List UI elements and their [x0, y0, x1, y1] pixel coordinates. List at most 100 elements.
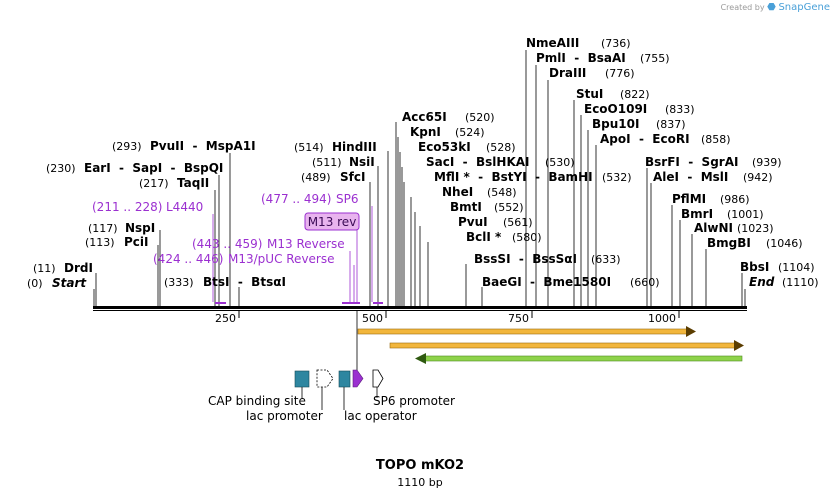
site-pos-saci: (530) [545, 156, 575, 169]
created-by-text: Created by [720, 3, 765, 12]
snapgene-logo-icon: ⬣ [767, 2, 776, 13]
site-pos-ecoo109i: (833) [665, 103, 695, 116]
site-name-bbsi: BbsI [740, 260, 769, 274]
restriction-site-labels: (0) Start (11) DrdI (113) PciI (117) Nsp… [27, 36, 819, 290]
site-name-nsii: NsiI [349, 155, 375, 169]
site-pos-bmri: (1001) [727, 208, 764, 221]
primer-range-l4440: (211 .. 228) [92, 200, 162, 214]
site-name-eari: EarI - SapI - BspQI [84, 161, 223, 175]
site-pos-eco53ki: (528) [486, 141, 516, 154]
site-pos-acc65i: (520) [465, 111, 495, 124]
feature-label-sp6-promoter: SP6 promoter [373, 394, 455, 408]
site-name-nhei: NheI [442, 185, 473, 199]
site-pos-baegi: (660) [630, 276, 660, 289]
site-pos-nmeaiii: (736) [601, 37, 631, 50]
orf-forward-2-arrowhead-icon [734, 340, 744, 351]
site-pos-taqii: (217) [139, 177, 169, 190]
site-name-bmti: BmtI [450, 200, 482, 214]
site-name-start: Start [52, 276, 87, 290]
site-pos-bcli: (580) [512, 231, 542, 244]
site-connectors [93, 50, 746, 306]
site-name-sfci: SfcI [340, 170, 365, 184]
tick-label-500: 500 [362, 312, 383, 325]
site-name-nmeaiii: NmeAIII [526, 36, 579, 50]
site-pos-stui: (822) [620, 88, 650, 101]
site-name-draiii: DraIII [549, 66, 586, 80]
site-name-bpu10i: Bpu10I [592, 117, 639, 131]
scale-ticks: 250 500 750 1000 [215, 311, 680, 325]
primer-name-m13-puc-reverse: M13/pUC Reverse [228, 252, 335, 266]
tick-label-1000: 1000 [648, 312, 676, 325]
site-pos-nsii: (511) [312, 156, 342, 169]
site-name-bmri: BmrI [681, 207, 713, 221]
primer-range-sp6: (477 .. 494) [261, 192, 331, 206]
orf-forward-1-arrowhead-icon [686, 326, 696, 337]
primer-name-sp6: SP6 [336, 192, 359, 206]
site-name-kpni: KpnI [410, 125, 441, 139]
primer-range-m13-puc-reverse: (424 .. 446) [153, 252, 223, 266]
site-pos-draiii: (776) [605, 67, 635, 80]
site-name-eco53ki: Eco53kI [418, 140, 471, 154]
site-name-bsrfi: BsrFI - SgrAI [645, 155, 738, 169]
plasmid-length: 1110 bp [397, 476, 443, 489]
site-pos-bmgbi: (1046) [766, 237, 803, 250]
site-pos-alei: (942) [743, 171, 773, 184]
orf-reverse [423, 355, 743, 362]
feature-label-lac-promoter: lac promoter [246, 409, 323, 423]
site-pos-pcii: (113) [85, 236, 115, 249]
cap-binding-site-box [294, 370, 310, 388]
plasmid-name: TOPO mKO2 [375, 458, 465, 473]
site-name-pmli: PmlI - BsaAI [536, 51, 626, 65]
site-name-stui: StuI [576, 87, 603, 101]
orf-forward-1 [357, 328, 689, 335]
site-name-alwni: AlwNI [694, 221, 733, 235]
tick-label-250: 250 [215, 312, 236, 325]
sp6-promoter-arrow-icon [372, 369, 384, 388]
site-pos-apoi: (858) [701, 133, 731, 146]
site-pos-bbsi: (1104) [778, 261, 815, 274]
site-pos-nhei: (548) [487, 186, 517, 199]
primer-connectors [212, 206, 373, 302]
site-pos-kpni: (524) [455, 126, 485, 139]
primer-m13-rev-box [304, 212, 360, 231]
dna-backbone [93, 306, 747, 309]
feature-glyphs [294, 311, 384, 410]
orf-reverse-arrowhead-icon [415, 353, 426, 364]
site-name-pvuii: PvuII - MspA1I [150, 139, 256, 153]
site-pos-start: (0) [27, 277, 43, 290]
site-pos-nspi: (117) [88, 222, 118, 235]
site-name-btsi: BtsI - BtsαI [203, 275, 286, 289]
site-pos-sfci: (489) [301, 171, 331, 184]
site-pos-hindiii: (514) [294, 141, 324, 154]
site-pos-eari: (230) [46, 162, 76, 175]
site-pos-pmli: (755) [640, 52, 670, 65]
site-name-bmgbi: BmgBI [707, 236, 751, 250]
snapgene-credit: Created by ⬣ SnapGene [721, 2, 830, 13]
site-pos-bmti: (552) [494, 201, 524, 214]
orf-forward-2 [389, 342, 737, 349]
orf-arrows [357, 326, 744, 364]
dna-backbone-strand [93, 310, 747, 311]
site-name-saci: SacI - BslHKAI [426, 155, 530, 169]
site-pos-drdi: (11) [33, 262, 56, 275]
primer-name-m13-reverse: M13 Reverse [267, 237, 345, 251]
site-name-ecoo109i: EcoO109I [584, 102, 647, 116]
site-name-bsssi: BssSI - BssSαI [474, 252, 577, 266]
site-pos-bsssi: (633) [591, 253, 621, 266]
site-name-drdi: DrdI [64, 261, 93, 275]
site-name-alei: AleI - MslI [653, 170, 728, 184]
tick-label-750: 750 [508, 312, 529, 325]
site-name-pcii: PciI [124, 235, 149, 249]
site-pos-bpu10i: (837) [656, 118, 686, 131]
primer-name-l4440: L4440 [166, 200, 203, 214]
site-pos-end: (1110) [782, 276, 819, 289]
site-name-bcli: BclI * [466, 230, 502, 244]
site-name-acc65i: Acc65I [402, 110, 447, 124]
site-name-apoi: ApoI - EcoRI [600, 132, 690, 146]
site-pos-pflmi: (986) [720, 193, 750, 206]
site-pos-bsrfi: (939) [752, 156, 782, 169]
site-pos-alwni: (1023) [737, 222, 774, 235]
m13-rev-feature-arrow-icon [352, 369, 364, 388]
site-name-end: End [749, 275, 775, 289]
